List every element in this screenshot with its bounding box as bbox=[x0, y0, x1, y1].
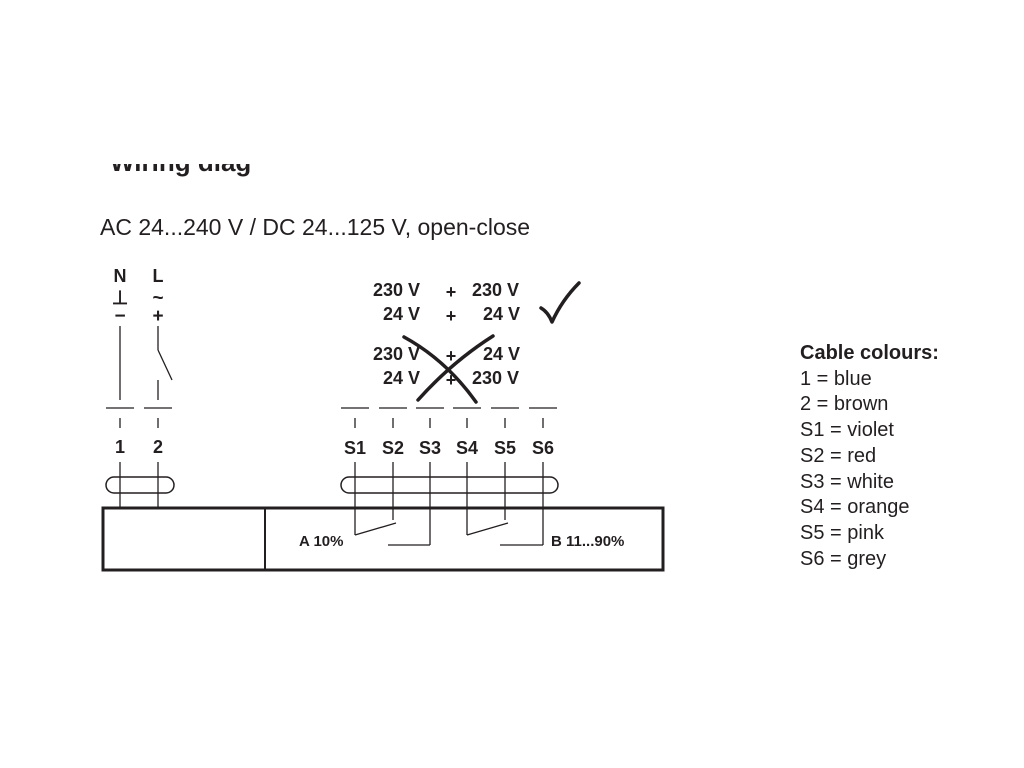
aux-switch-a bbox=[354, 522, 430, 546]
terminal-s6-label: S6 bbox=[532, 438, 554, 458]
terminal-2-label: 2 bbox=[153, 437, 163, 457]
terminal-s1-label: S1 bbox=[344, 438, 366, 458]
legend-item: S1 = violet bbox=[800, 419, 894, 442]
svg-text:24 V: 24 V bbox=[383, 368, 420, 388]
cropped-heading: Wiring diagram bbox=[110, 164, 250, 186]
svg-text:24 V: 24 V bbox=[483, 344, 520, 364]
supply-cable-sleeve bbox=[105, 476, 175, 494]
forbidden-voltage-combination: 230 V + 24 V 24 V + 230 V bbox=[373, 344, 520, 390]
supply-switch bbox=[157, 349, 173, 381]
legend-item: 2 = brown bbox=[800, 393, 889, 416]
switch-a-label: A 10% bbox=[299, 533, 343, 550]
svg-text:+: + bbox=[446, 306, 457, 326]
allowed-voltage-combination: 230 V + 230 V 24 V + 24 V bbox=[373, 280, 520, 326]
legend-item: S5 = pink bbox=[800, 521, 884, 544]
terminal-1-label: 1 bbox=[115, 437, 125, 457]
svg-text:24 V: 24 V bbox=[483, 304, 520, 324]
actuator-housing bbox=[101, 506, 665, 572]
legend-title: Cable colours: bbox=[800, 342, 939, 364]
svg-text:+: + bbox=[446, 370, 457, 390]
cable-colours-legend: Cable colours: 1 = blue 2 = brown S1 = v… bbox=[800, 341, 939, 572]
terminal-s4-label: S4 bbox=[456, 438, 478, 458]
legend-item: S4 = orange bbox=[800, 496, 910, 519]
terminal-s3-label: S3 bbox=[419, 438, 441, 458]
legend-item: S6 = grey bbox=[800, 547, 887, 570]
legend-item: 1 = blue bbox=[800, 367, 872, 390]
ground-symbol-icon: ⊥ bbox=[112, 288, 129, 309]
svg-text:230 V: 230 V bbox=[472, 368, 519, 388]
supply-voltage-subtitle: AC 24...240 V / DC 24...125 V, open-clos… bbox=[100, 214, 531, 240]
check-mark-icon bbox=[539, 281, 581, 324]
aux-cable-wires bbox=[354, 462, 544, 545]
line-label: L bbox=[153, 266, 164, 286]
aux-terminal-marks bbox=[341, 407, 557, 428]
terminal-s5-label: S5 bbox=[494, 438, 516, 458]
svg-text:+: + bbox=[446, 346, 457, 366]
svg-text:24 V: 24 V bbox=[383, 304, 420, 324]
svg-text:230 V: 230 V bbox=[373, 280, 420, 300]
positive-polarity-label: + bbox=[152, 306, 163, 327]
heading-text: Wiring diagram bbox=[110, 164, 250, 178]
aux-switch-b bbox=[466, 522, 543, 546]
svg-text:230 V: 230 V bbox=[373, 344, 420, 364]
switch-b-label: B 11...90% bbox=[551, 533, 624, 550]
svg-text:230 V: 230 V bbox=[472, 280, 519, 300]
neutral-label: N bbox=[114, 266, 127, 286]
aux-cable-sleeve bbox=[340, 476, 559, 494]
svg-text:+: + bbox=[446, 282, 457, 302]
ac-symbol-icon: ~ bbox=[152, 288, 163, 309]
negative-polarity-label: − bbox=[114, 306, 125, 327]
cross-mark-icon bbox=[402, 334, 495, 404]
legend-item: S3 = white bbox=[800, 470, 894, 493]
supply-terminal-marks bbox=[106, 407, 172, 428]
aux-terminal-labels: S1 S2 S3 S4 S5 S6 bbox=[344, 438, 554, 458]
terminal-s2-label: S2 bbox=[382, 438, 404, 458]
legend-item: S2 = red bbox=[800, 444, 877, 467]
